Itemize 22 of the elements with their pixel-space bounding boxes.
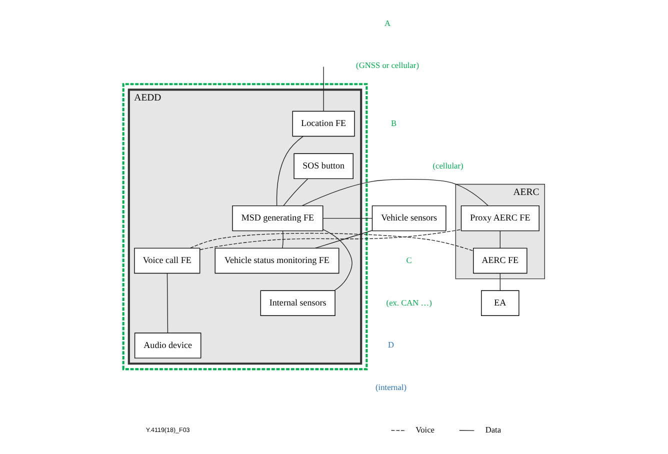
connector: [323, 66, 324, 112]
node-box: Vehicle status monitoring FE: [214, 248, 340, 274]
node-box: EA: [481, 290, 520, 316]
connector: [314, 230, 372, 249]
node-box: MSD generating FE: [232, 205, 324, 232]
node-box: Location FE: [292, 110, 355, 137]
node-box: Proxy AERC FE: [460, 205, 540, 232]
node-box: Vehicle sensors: [372, 205, 446, 232]
connector: [190, 232, 474, 252]
connector: [302, 178, 489, 206]
node-box: Voice call FE: [134, 248, 200, 274]
connector: [166, 273, 168, 334]
connector: [282, 230, 284, 248]
connector: [283, 178, 308, 206]
node-box: AERC FE: [473, 248, 528, 274]
node-box: Audio device: [134, 332, 202, 358]
node-box: SOS button: [294, 153, 354, 180]
connector: [200, 229, 462, 250]
connector: [322, 218, 372, 219]
connector: [322, 229, 352, 291]
node-box: Internal sensors: [260, 290, 336, 316]
connector: [276, 136, 304, 206]
